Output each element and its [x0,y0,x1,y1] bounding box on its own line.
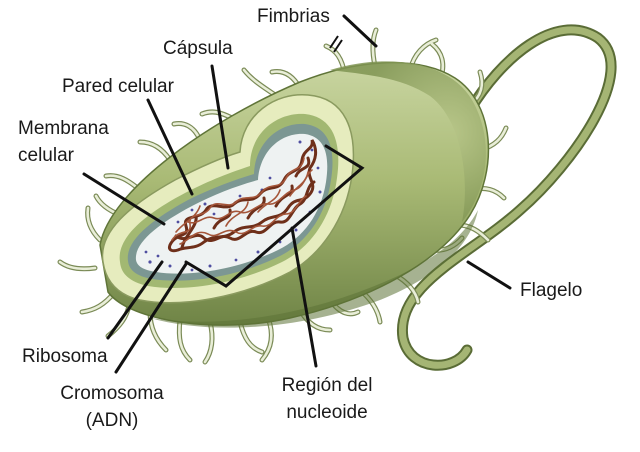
label-ribosoma: Ribosoma [22,346,108,367]
label-membrana-celular-1: Membrana [18,118,109,139]
flagellum [396,24,617,371]
label-fimbrias: Fimbrias [257,6,330,27]
label-membrana-celular-2: celular [18,145,74,166]
cromosoma-leader [114,262,188,374]
label-region-nucleoide-2: nucleoide [286,402,368,423]
flagelo-leader [466,260,512,290]
label-capsula: Cápsula [163,38,233,59]
nucleoid-region-bracket [184,144,365,288]
label-flagelo: Flagelo [520,280,583,301]
capsula-leader [210,64,230,170]
label-region-nucleoide-1: Región del [281,375,373,396]
pared-celular-leader [146,98,194,196]
nucleoid-dna [168,139,318,253]
label-cromosoma-2: (ADN) [85,410,139,431]
fimbrias-leader [342,14,378,48]
label-pared-celular: Pared celular [62,76,174,97]
ribosoma-leader [106,260,164,340]
membrana-celular-leader [82,172,166,226]
region-nucleoide-leader [290,226,318,368]
fimbrias-mark [329,35,343,53]
label-cromosoma-1: Cromosoma [60,383,164,404]
leader-lines [82,14,512,374]
